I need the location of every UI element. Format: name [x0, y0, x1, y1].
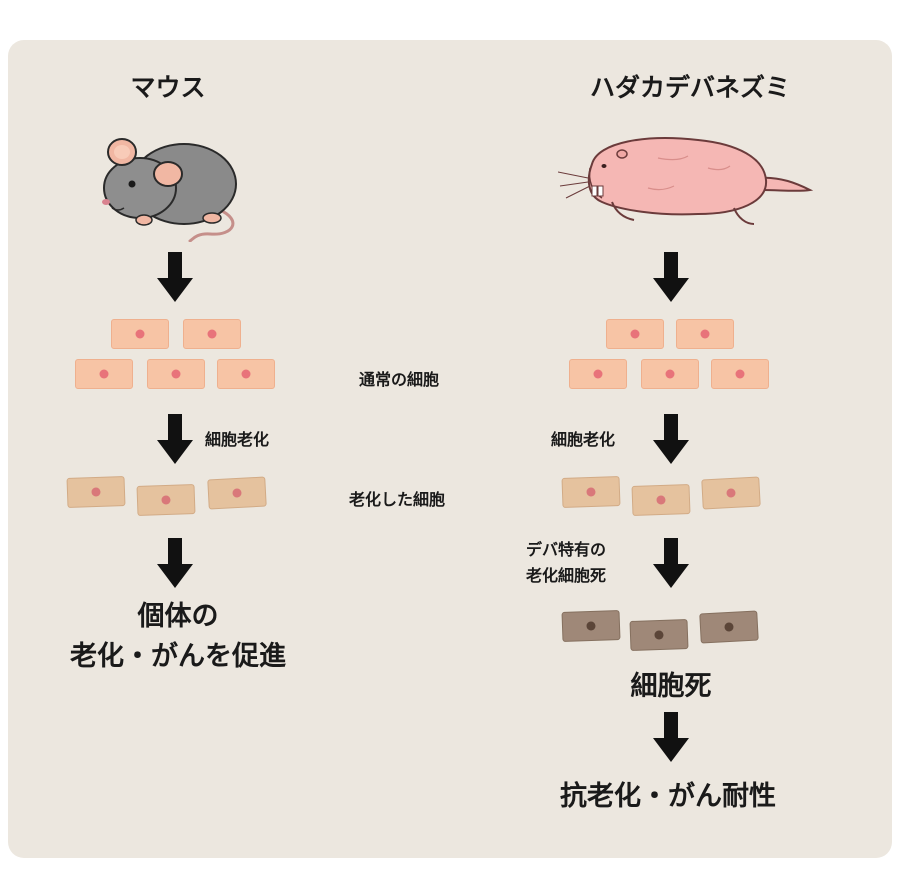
down-arrow-icon — [157, 538, 193, 588]
normal-cell — [147, 359, 205, 389]
down-arrow-icon — [653, 712, 689, 762]
senescent-cell — [631, 483, 691, 517]
senescent-cell — [207, 476, 267, 510]
normal-cells-label: 通常の細胞 — [359, 370, 440, 389]
mouse-outcome-line2: 老化・がんを促進 — [70, 641, 286, 672]
normal-cell — [711, 359, 769, 389]
naked-mole-rat-icon — [558, 137, 814, 225]
down-arrow-icon — [653, 252, 689, 302]
normal-cell — [183, 319, 241, 349]
mouse-icon — [102, 138, 237, 242]
mole-rat-outcome: 抗老化・がん耐性 — [560, 781, 776, 812]
mole-rat-title: ハダカデバネズミ — [589, 73, 791, 102]
normal-cell — [111, 319, 169, 349]
mole-rat-cell-death-label-line2: 老化細胞死 — [526, 566, 607, 585]
down-arrow-icon — [653, 414, 689, 464]
mole-rat-cell-death-label: 細胞死 — [630, 671, 712, 702]
senescent-cell — [66, 475, 126, 509]
normal-cell — [676, 319, 734, 349]
normal-cell — [641, 359, 699, 389]
down-arrow-icon — [653, 538, 689, 588]
mouse-outcome-line1: 個体の — [137, 601, 219, 632]
down-arrow-icon — [157, 414, 193, 464]
normal-cell — [569, 359, 627, 389]
mole-rat-senescence-label: 細胞老化 — [551, 430, 616, 449]
mouse-title: マウス — [130, 73, 206, 102]
normal-cell — [606, 319, 664, 349]
dead-cell — [699, 610, 759, 644]
dead-cell — [561, 609, 621, 643]
senescent-cell — [701, 476, 761, 510]
down-arrow-icon — [157, 252, 193, 302]
normal-cell — [217, 359, 275, 389]
senescent-cell — [561, 475, 621, 509]
mole-rat-cell-death-label-line1: デバ特有の — [526, 540, 607, 559]
senescent-cells-label: 老化した細胞 — [349, 490, 446, 509]
dead-cell — [629, 618, 689, 652]
senescent-cell — [136, 483, 196, 517]
mouse-senescence-label: 細胞老化 — [205, 430, 270, 449]
normal-cell — [75, 359, 133, 389]
